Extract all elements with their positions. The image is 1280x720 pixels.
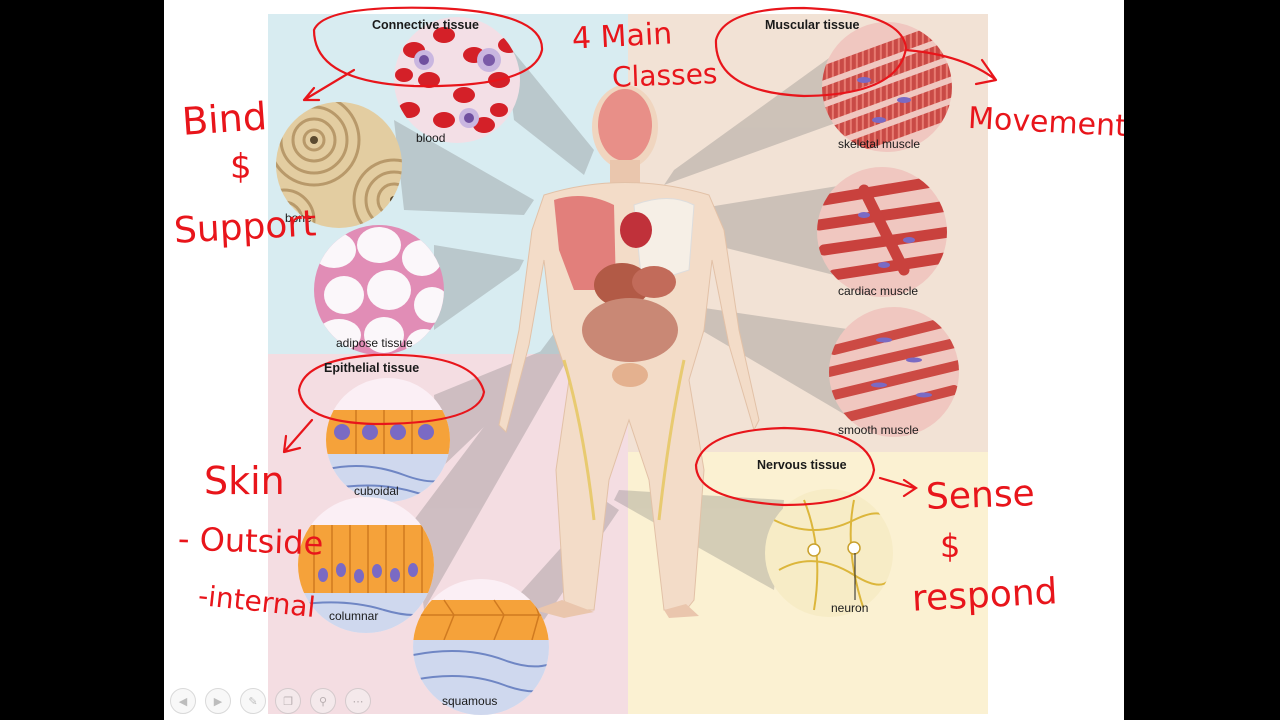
annotation-4-main: 4 Main [571, 16, 674, 57]
more-icon[interactable]: ⋯ [345, 688, 371, 714]
annotation-sense: Sense [925, 473, 1036, 518]
presentation-toolbar: ◀ ▶ ✎ ❐ ⚲ ⋯ [170, 688, 371, 714]
circle-muscular [714, 6, 908, 98]
skeletal-muscle-label: skeletal muscle [838, 137, 921, 151]
columnar-label: columnar [329, 609, 379, 623]
tissue-diagram-art [276, 6, 998, 715]
human-body-figure [498, 85, 760, 618]
back-icon[interactable]: ◀ [170, 688, 196, 714]
annotation-outside: - Outside [177, 519, 324, 563]
adipose-tissue-label: adipose tissue [336, 336, 413, 350]
blood-label: blood [416, 131, 446, 145]
connective-tissue-header: Connective tissue [372, 18, 479, 32]
squamous-label: squamous [442, 694, 498, 708]
annotation-support: Support [172, 203, 318, 252]
arrow-muscular [904, 48, 998, 86]
zoom-icon[interactable]: ⚲ [310, 688, 336, 714]
nervous-tissue-header: Nervous tissue [757, 458, 847, 472]
epithelial-tissue-header: Epithelial tissue [324, 361, 420, 375]
cardiac-muscle-label: cardiac muscle [838, 284, 919, 298]
bone-label: bone [285, 211, 312, 225]
annotation-skin: Skin [204, 459, 285, 503]
cuboidal-label: cuboidal [354, 484, 399, 498]
circle-epithelial [297, 353, 486, 426]
annotation-sense-and: $ [940, 527, 961, 565]
annotation-respond: respond [911, 571, 1059, 620]
annotation-classes: Classes [611, 57, 719, 94]
smooth-muscle-label: smooth muscle [838, 423, 919, 437]
forward-icon[interactable]: ▶ [205, 688, 231, 714]
annotation-movement: Movement [967, 100, 1124, 145]
arrow-nervous [878, 476, 918, 498]
arrow-epithelial [282, 418, 314, 454]
annotation-bind-and: $ [230, 147, 252, 187]
circle-connective [312, 6, 544, 88]
muscular-tissue-header: Muscular tissue [765, 18, 860, 32]
arrow-connective [302, 68, 356, 102]
neuron-label: neuron [831, 601, 869, 615]
pen-icon[interactable]: ✎ [240, 688, 266, 714]
slide-page: Connective tissue Muscular tissue Epithe… [164, 0, 1124, 720]
circle-nervous [694, 426, 876, 507]
annotation-bind: Bind [180, 94, 269, 144]
copy-icon[interactable]: ❐ [275, 688, 301, 714]
